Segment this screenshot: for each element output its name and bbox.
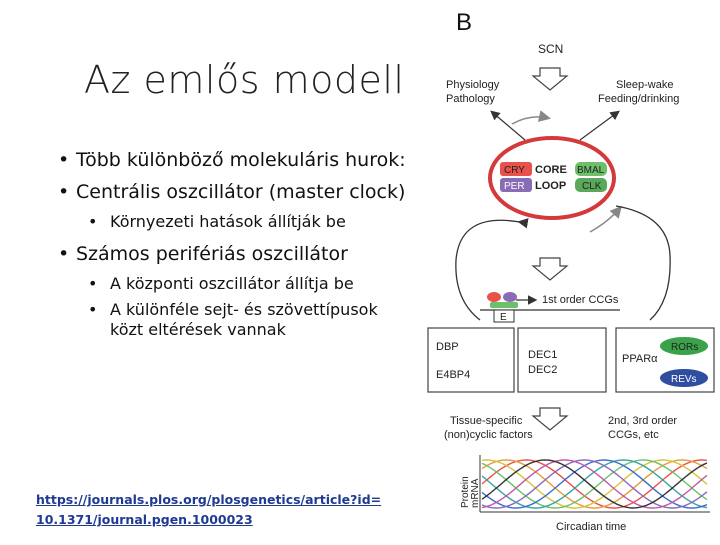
e4bp4-label: E4BP4 <box>436 369 470 381</box>
loop-label: LOOP <box>535 180 566 192</box>
reference-link[interactable]: https://journals.plos.org/plosgenetics/a… <box>36 490 406 530</box>
panel-label: B <box>456 9 472 36</box>
per-box <box>500 178 532 192</box>
per-label: PER <box>504 181 525 192</box>
rors-oval <box>660 337 708 355</box>
e-box-label: E <box>500 312 507 323</box>
core-label: CORE <box>535 164 567 176</box>
oscillation-wave <box>481 459 708 509</box>
physiology-label: Physiology <box>446 79 500 91</box>
oscillation-wave <box>481 459 708 509</box>
circadian-diagram: B SCN Physiology Pathology Sleep-wake Fe… <box>420 0 720 540</box>
feeding-label: Feeding/drinking <box>598 93 679 105</box>
bullet-1: Több különböző molekuláris hurok: <box>58 148 408 172</box>
pathology-label: Pathology <box>446 93 495 105</box>
clk-box <box>575 178 607 192</box>
right-feedback-curve <box>615 205 671 321</box>
dec2-label: DEC2 <box>528 364 557 376</box>
bullet-2-sub-1: Környezeti hatások állítják be <box>88 212 408 232</box>
reference-link-line-1[interactable]: https://journals.plos.org/plosgenetics/a… <box>36 492 382 507</box>
dbp-panel <box>427 327 515 393</box>
bullet-list: Több különböző molekuláris hurok: Centrá… <box>58 148 408 346</box>
bmal-box <box>575 162 607 176</box>
protein-label: Protein <box>460 476 471 508</box>
bullet-3: Számos perifériás oszcillátor <box>58 242 408 266</box>
down-arrow-2 <box>531 257 569 281</box>
oscillation-wave <box>481 459 708 509</box>
slide-title: Az emlős modell <box>84 58 405 102</box>
dec-panel <box>517 327 607 393</box>
ppar-label: PPARα <box>622 353 658 365</box>
first-order-label: 1st order CCGs <box>542 294 619 306</box>
arrow-to-physiology <box>490 110 526 141</box>
rors-label: RORs <box>671 342 698 353</box>
loop-gray-arrow-top <box>511 110 551 125</box>
dimer-green <box>490 302 518 308</box>
down-arrow-3 <box>531 407 569 431</box>
dec1-label: DEC1 <box>528 349 557 361</box>
noncyclic-label: (non)cyclic factors <box>444 429 533 441</box>
tissue-specific-label: Tissue-specific <box>450 415 523 427</box>
e-box <box>493 309 515 323</box>
circadian-time-label: Circadian time <box>556 521 626 533</box>
oscillation-wave <box>481 459 708 509</box>
mrna-label: mRNA <box>470 478 481 508</box>
revs-oval <box>660 369 708 387</box>
oscillation-wave <box>481 459 708 509</box>
oscillation-waves <box>481 459 708 509</box>
bmal-label: BMAL <box>577 165 605 176</box>
dbp-label: DBP <box>436 341 459 353</box>
dimer-purple <box>503 292 517 302</box>
loop-gray-arrow-bottom <box>589 205 622 233</box>
ccgs-etc-label: CCGs, etc <box>608 429 659 441</box>
reference-link-line-2[interactable]: 10.1371/journal.pgen.1000023 <box>36 512 253 527</box>
bullet-3-sub-1: A központi oszcillátor állítja be <box>88 274 408 294</box>
arrow-to-sleep-wake <box>579 110 620 141</box>
scn-label: SCN <box>538 42 563 56</box>
core-loop-ring <box>488 136 616 220</box>
revs-label: REVs <box>671 374 697 385</box>
second-order-label: 2nd, 3rd order <box>608 415 677 427</box>
clk-label: CLK <box>582 181 602 192</box>
bullet-2: Centrális oszcillátor (master clock) <box>58 180 408 204</box>
dimer-red <box>487 292 501 302</box>
diagram-svg: B SCN Physiology Pathology Sleep-wake Fe… <box>427 9 715 533</box>
down-arrow-1 <box>531 67 569 91</box>
sleep-wake-label: Sleep-wake <box>616 79 673 91</box>
bullet-3-sub-2: A különféle sejt- és szövettípusok közt … <box>88 300 408 340</box>
oscillation-wave <box>481 459 708 509</box>
cry-label: CRY <box>504 165 525 176</box>
left-feedback-curve <box>455 218 529 321</box>
cry-box <box>500 162 532 176</box>
oscillation-wave <box>481 459 708 509</box>
oscillation-wave <box>481 459 708 509</box>
oscillation-wave <box>481 459 708 509</box>
